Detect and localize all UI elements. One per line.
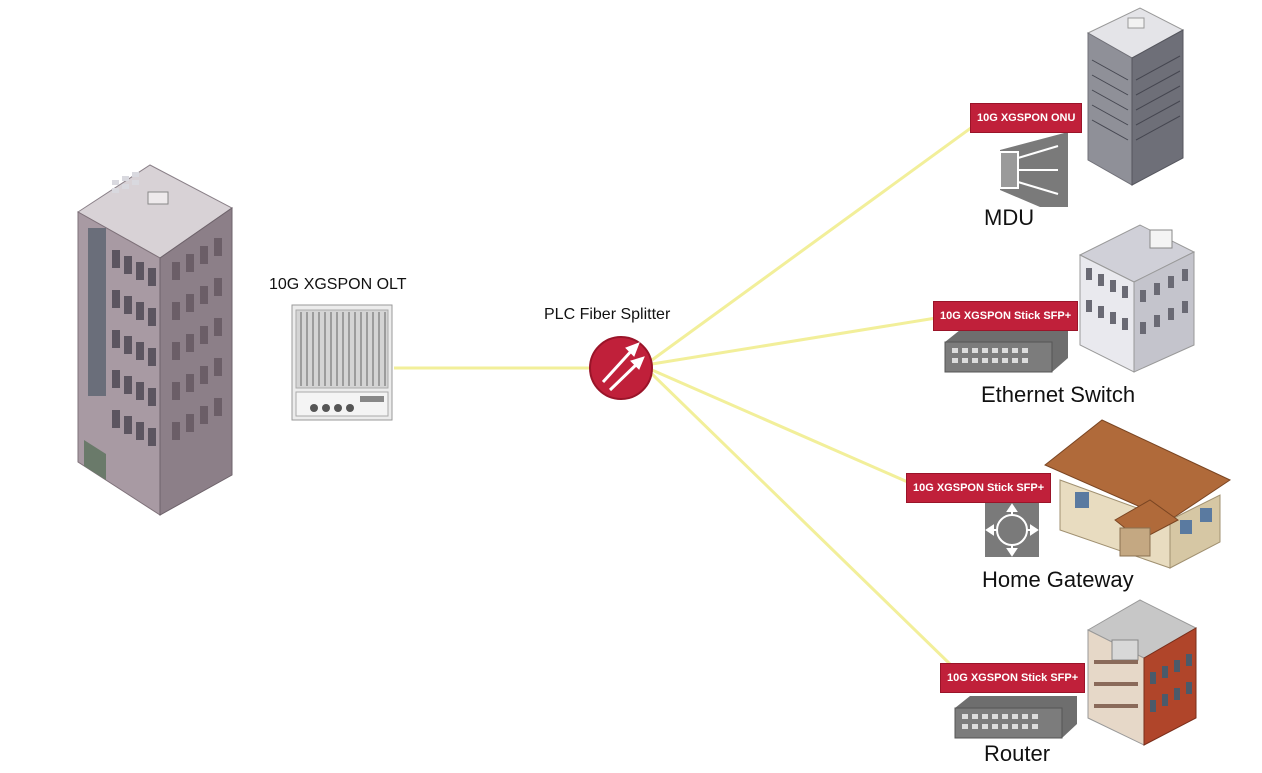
office-tower-icon bbox=[1086, 7, 1185, 186]
router-label: Router bbox=[984, 741, 1051, 766]
olt-label: 10G XGSPON OLT bbox=[269, 276, 407, 293]
switch-label: Ethernet Switch bbox=[981, 382, 1136, 407]
gateway-label: Home Gateway bbox=[982, 567, 1134, 592]
olt-chassis-icon bbox=[291, 304, 393, 421]
mdu-label: MDU bbox=[984, 205, 1035, 230]
central-office-building-icon bbox=[77, 164, 233, 516]
fiber-splitter-router bbox=[650, 372, 954, 668]
house-icon bbox=[1044, 419, 1232, 569]
fiber-splitter-mdu bbox=[651, 123, 976, 362]
mdu-onu-tag: 10G XGSPON ONU bbox=[970, 103, 1083, 133]
fiber-splitter-gateway bbox=[651, 368, 911, 485]
gateway-sfp-tag: 10G XGSPON Stick SFP+ bbox=[906, 473, 1052, 503]
gateway-icon bbox=[985, 503, 1039, 557]
apartment-building-icon bbox=[1086, 599, 1198, 746]
switch-icon bbox=[944, 330, 1068, 373]
fiber-splitter-switch bbox=[651, 316, 937, 366]
office-building-icon bbox=[1078, 224, 1196, 373]
splitter-icon bbox=[589, 336, 653, 400]
splitter-label: PLC Fiber Splitter bbox=[544, 306, 671, 323]
router-icon bbox=[954, 696, 1077, 739]
router-sfp-tag: 10G XGSPON Stick SFP+ bbox=[940, 663, 1086, 693]
onu-icon bbox=[999, 132, 1068, 207]
fiber-lines bbox=[394, 123, 976, 668]
switch-sfp-tag: 10G XGSPON Stick SFP+ bbox=[933, 301, 1079, 331]
